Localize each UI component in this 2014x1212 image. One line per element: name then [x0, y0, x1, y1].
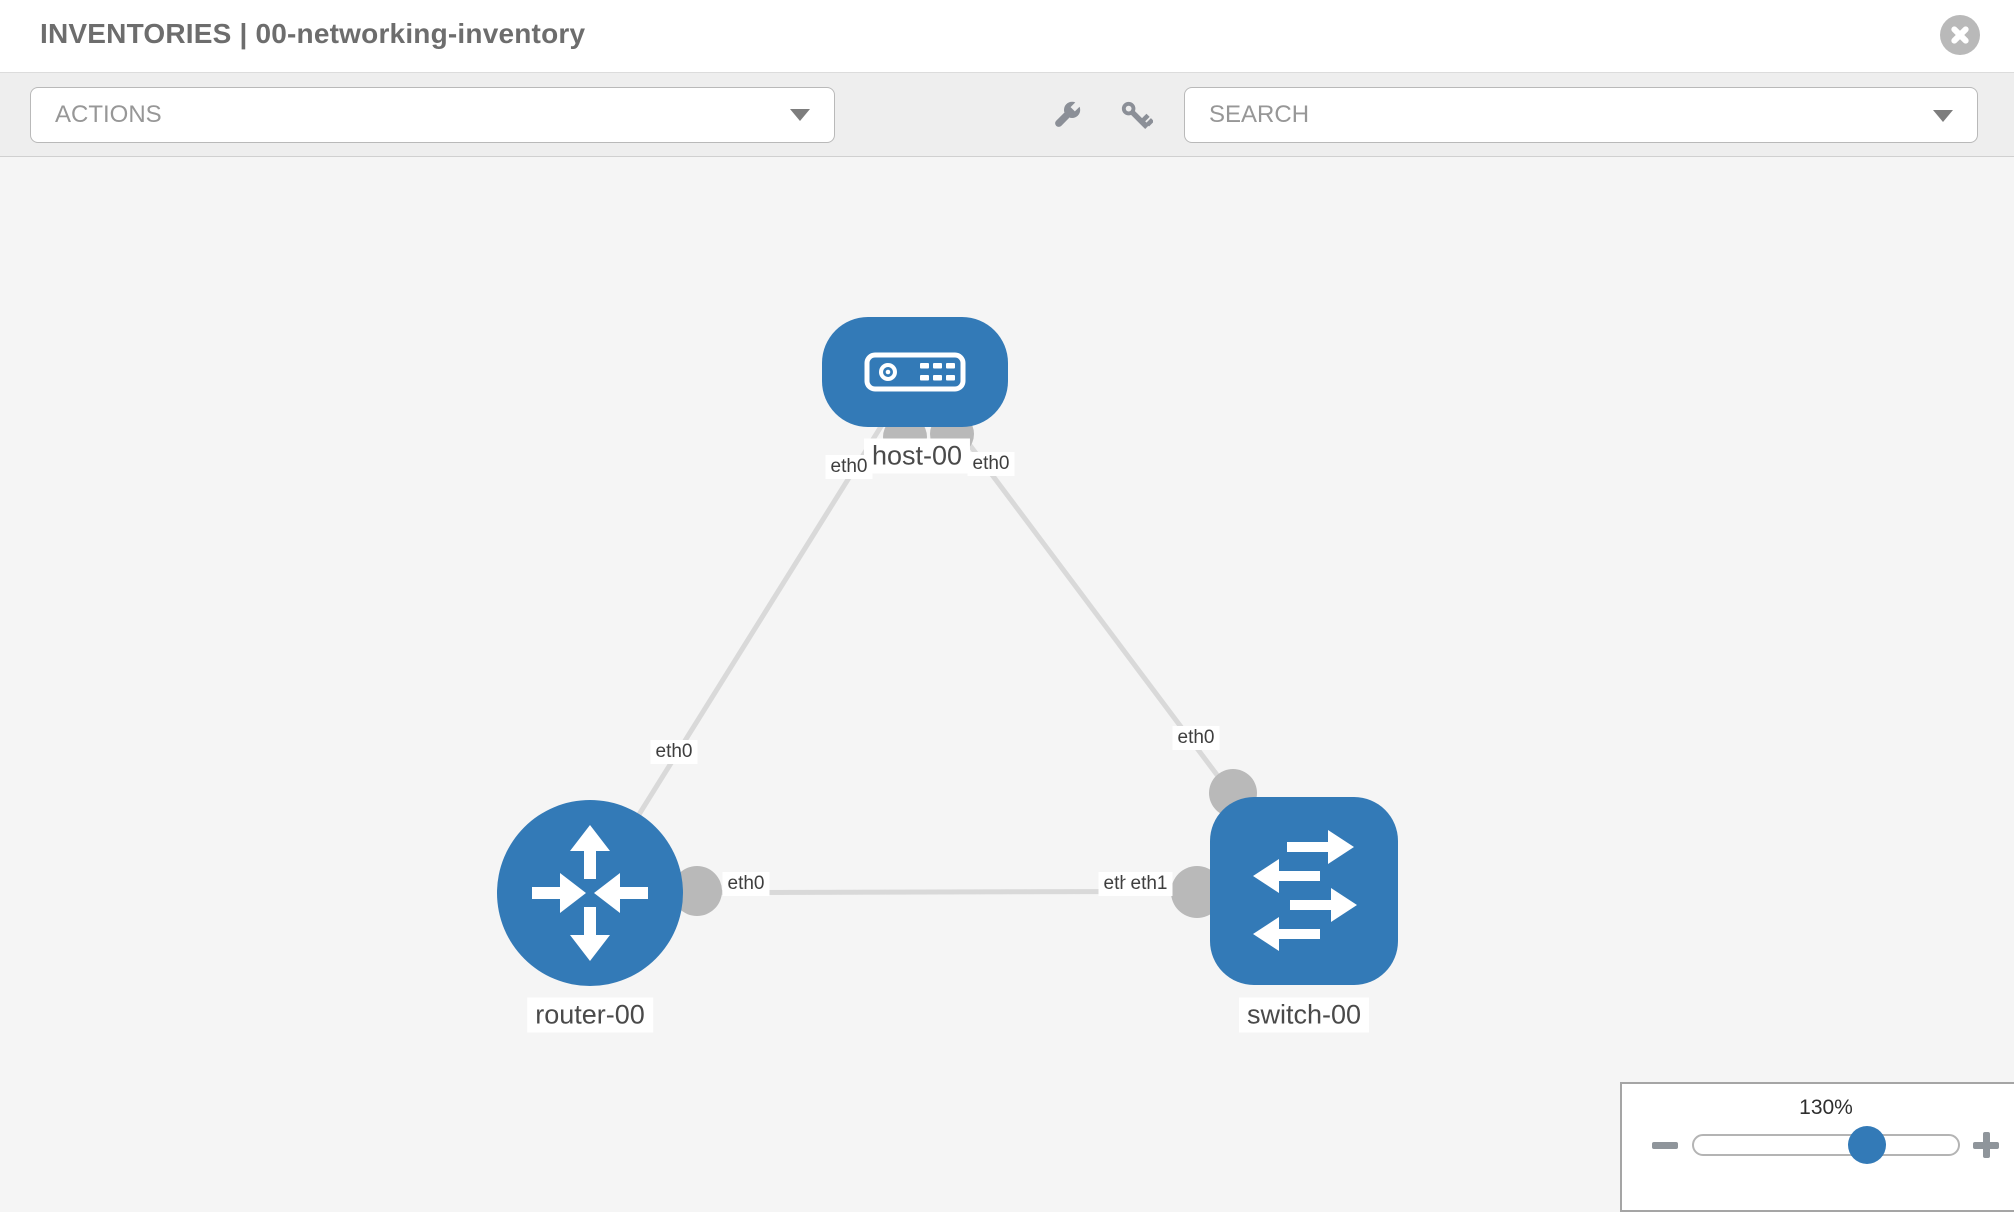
interface-label: eth0	[1172, 726, 1220, 750]
key-icon[interactable]	[1117, 97, 1153, 133]
node-label-host: host-00	[863, 438, 971, 474]
node-label-router: router-00	[527, 997, 653, 1033]
actions-dropdown-label: ACTIONS	[55, 101, 162, 128]
close-icon[interactable]	[1940, 15, 1980, 55]
chevron-down-icon	[1933, 110, 1953, 122]
node-label-switch: switch-00	[1238, 997, 1370, 1033]
header: INVENTORIES | 00-networking-inventory	[0, 0, 2014, 72]
node-switch-00[interactable]	[1210, 797, 1398, 985]
search-input[interactable]	[1185, 88, 1977, 142]
interface-label: eth0	[825, 455, 873, 479]
chevron-down-icon	[790, 109, 810, 121]
minus-icon[interactable]	[1650, 1130, 1680, 1160]
wrench-icon[interactable]	[1049, 97, 1085, 133]
interface-label: eth0	[722, 872, 770, 896]
interface-label: eth0	[650, 740, 698, 764]
zoom-level: 130%	[1799, 1096, 1853, 1119]
plus-icon[interactable]	[1971, 1130, 2001, 1160]
connector-dot	[672, 866, 722, 916]
interface-label: eth0	[967, 452, 1015, 476]
host-icon	[864, 352, 966, 392]
zoom-control-panel: 130%	[1620, 1082, 2014, 1212]
topology-canvas[interactable]: host-00 router-00 switch-00 eth0 eth0 et…	[0, 157, 2014, 1200]
zoom-slider-knob[interactable]	[1848, 1126, 1886, 1164]
search-dropdown[interactable]	[1184, 87, 1978, 143]
node-host-00[interactable]	[822, 317, 1008, 427]
node-router-00[interactable]	[497, 800, 683, 986]
page-title: INVENTORIES | 00-networking-inventory	[40, 18, 586, 49]
actions-dropdown[interactable]: ACTIONS	[30, 87, 835, 143]
interface-label: eth1	[1125, 872, 1173, 896]
zoom-slider[interactable]	[1692, 1126, 1960, 1164]
interface-connectors	[672, 412, 1257, 918]
toolbar: ACTIONS	[0, 72, 2014, 157]
